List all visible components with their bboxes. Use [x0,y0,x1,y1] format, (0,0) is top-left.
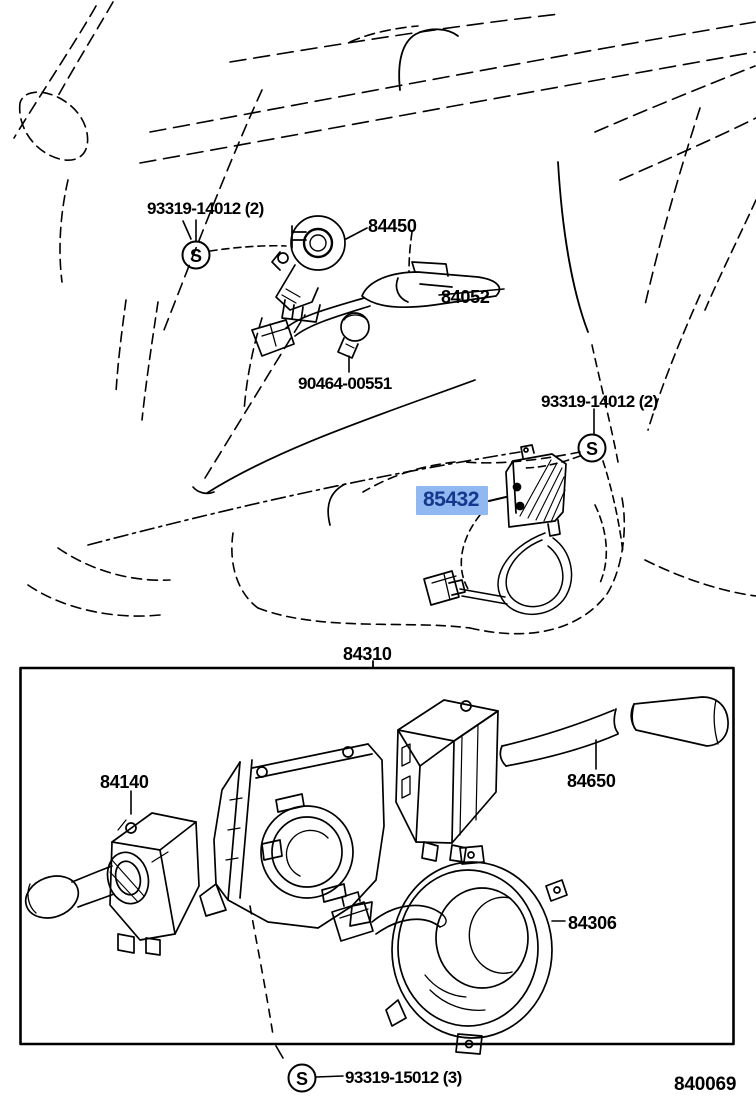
grommet-drawing [337,312,370,373]
screw-callout-top: S [181,219,287,270]
callout-84450[interactable]: 84450 [368,216,417,236]
dimmer-switch-drawing [24,790,200,956]
callout-screw-top-left[interactable]: 93319-14012 (2) [147,199,264,218]
callout-screw-right[interactable]: 93319-14012 (2) [541,392,658,411]
assembly-box [19,660,735,1046]
screw-callout-right: S [523,408,624,554]
callout-84310[interactable]: 84310 [343,644,392,664]
screw-symbol-s: S [190,246,202,266]
ignition-switch-drawing [271,215,368,323]
bracket-drawing [199,743,385,1036]
callout-85432[interactable]: 85432 [416,486,488,515]
callout-90464[interactable]: 90464-00551 [298,374,392,393]
callout-84650[interactable]: 84650 [567,771,616,791]
callout-screw-bottom[interactable]: 93319-15012 (3) [345,1068,462,1087]
spiral-cable-drawing [331,845,568,1055]
callout-84140[interactable]: 84140 [100,772,149,792]
interlock-solenoid-drawing [423,444,573,615]
screw-symbol-s: S [586,439,598,459]
wiper-stalk-drawing [499,696,729,770]
wire-harness-drawing [251,261,505,357]
figure-code: 840069 [674,1074,737,1095]
dashboard-sketch [13,1,756,635]
callout-84306[interactable]: 84306 [568,913,617,933]
wiper-switch-drawing [395,699,499,863]
screw-symbol-s: S [296,1069,308,1089]
screw-callout-bottom: S [275,1045,344,1093]
callout-84052[interactable]: 84052 [441,287,490,307]
